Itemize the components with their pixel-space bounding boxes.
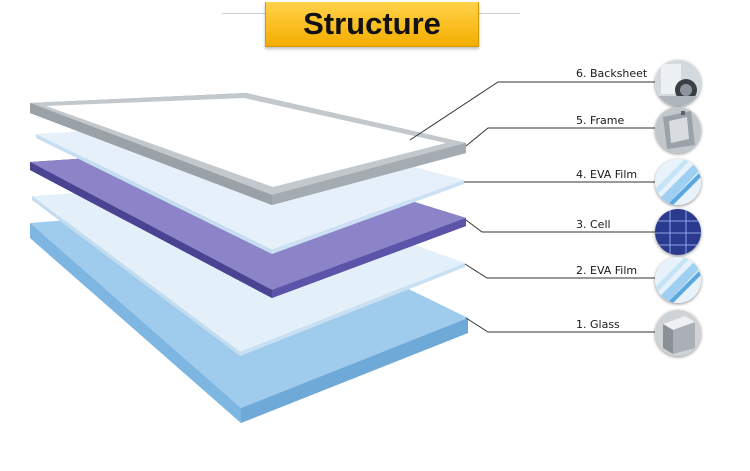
label-glass: 1. Glass xyxy=(576,318,620,331)
leader-line-frame xyxy=(465,127,655,147)
cell-icon xyxy=(655,209,701,255)
title-rule-right xyxy=(477,13,520,14)
label-eva-film-lower: 2. EVA Film xyxy=(576,264,638,277)
label-frame: 5. Frame xyxy=(576,114,625,127)
eva-film-icon xyxy=(655,159,701,205)
title-rule-left xyxy=(222,13,265,14)
label-eva-film-upper: 4. EVA Film xyxy=(576,168,638,181)
leader-line-glass xyxy=(465,317,655,333)
glass-icon xyxy=(655,310,701,356)
backsheet-icon xyxy=(655,60,701,106)
page-title: Structure xyxy=(303,6,441,41)
eva-film-icon xyxy=(655,257,701,303)
leader-lines xyxy=(409,81,655,333)
leader-line-eva-lower xyxy=(464,263,655,279)
frame-layer xyxy=(30,93,466,205)
label-backsheet: 6. Backsheet xyxy=(576,67,648,80)
leader-line-backsheet xyxy=(409,81,655,141)
frame-icon xyxy=(655,107,701,153)
title-banner: Structure xyxy=(265,2,479,47)
label-cell: 3. Cell xyxy=(576,218,611,231)
leader-line-cell xyxy=(465,219,655,233)
